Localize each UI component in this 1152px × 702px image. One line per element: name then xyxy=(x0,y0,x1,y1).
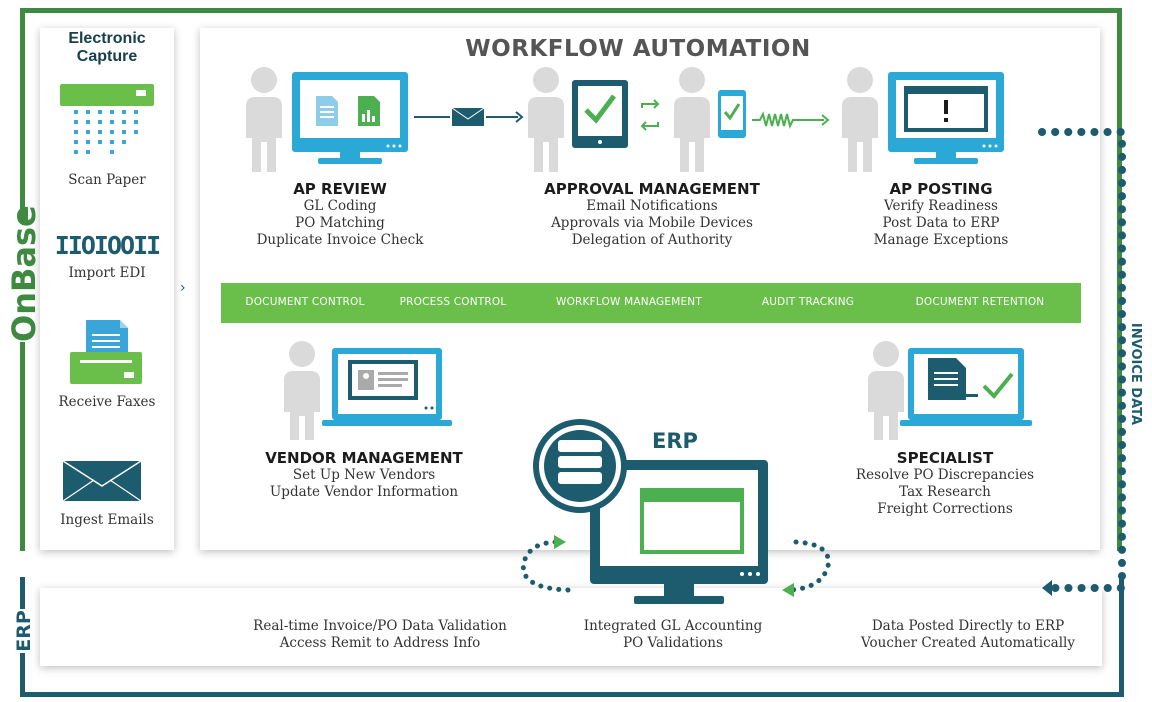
approval-line: Email Notifications xyxy=(586,198,718,214)
ap-review-line: PO Matching xyxy=(295,215,385,231)
capture-fax-label: Receive Faxes xyxy=(58,394,156,410)
specialist-illustration xyxy=(868,341,1032,440)
ap-review-title: AP REVIEW xyxy=(293,180,387,198)
vendor-block: VENDOR MANAGEMENT Set Up New Vendors Upd… xyxy=(252,449,476,501)
database-icon xyxy=(533,419,627,513)
bar-item-document-control: DOCUMENT CONTROL xyxy=(245,296,365,308)
edi-icon: IIOIOOII xyxy=(54,231,161,260)
monitor-icon xyxy=(292,72,408,164)
ap-posting-block: AP POSTING Verify Readiness Post Data to… xyxy=(836,180,1046,249)
bar-item-process-control: PROCESS CONTROL xyxy=(399,296,507,308)
erp-badge: ERP xyxy=(652,429,698,453)
approval-title: APPROVAL MANAGEMENT xyxy=(544,180,760,198)
workflow-top-illustration xyxy=(246,67,1004,172)
workflow-title: WORKFLOW AUTOMATION xyxy=(465,36,811,62)
erp-center-line: Integrated GL Accounting xyxy=(583,618,763,634)
scanner-icon xyxy=(60,84,154,154)
capture-scan-label: Scan Paper xyxy=(68,172,146,188)
bar-item-audit-tracking: AUDIT TRACKING xyxy=(761,296,855,308)
specialist-line: Resolve PO Discrepancies xyxy=(855,467,1035,483)
ap-review-line: GL Coding xyxy=(303,198,377,214)
checkmark-icon xyxy=(982,372,1014,399)
laptop-icon xyxy=(322,348,452,426)
person-icon xyxy=(528,67,564,172)
capture-title: Electronic Capture xyxy=(68,30,146,65)
capture-edi-label: Import EDI xyxy=(68,265,146,281)
erp-right-text: Data Posted Directly to ERP Voucher Crea… xyxy=(852,618,1084,652)
erp-left-text: Real-time Invoice/PO Data Validation Acc… xyxy=(240,618,520,652)
erp-illustration xyxy=(520,419,831,604)
ap-posting-line: Manage Exceptions xyxy=(873,232,1009,248)
ap-review-line: Duplicate Invoice Check xyxy=(256,232,424,248)
person-icon xyxy=(868,341,904,440)
person-icon xyxy=(246,67,282,172)
erp-side-label: ERP xyxy=(11,609,37,653)
erp-center-text: Integrated GL Accounting PO Validations xyxy=(560,618,786,652)
person-icon xyxy=(674,67,710,172)
bar-item-workflow-management: WORKFLOW MANAGEMENT xyxy=(556,296,702,308)
ap-review-block: AP REVIEW GL Coding PO Matching Duplicat… xyxy=(230,180,450,249)
invoice-data-loop xyxy=(1038,128,1126,596)
specialist-block: SPECIALIST Resolve PO Discrepancies Tax … xyxy=(848,449,1042,518)
onbase-label: OnBase xyxy=(4,205,44,342)
erp-left-line: Real-time Invoice/PO Data Validation xyxy=(253,618,507,634)
ap-posting-line: Verify Readiness xyxy=(884,198,998,214)
vendor-title: VENDOR MANAGEMENT xyxy=(265,449,463,467)
chevron-right-icon: › xyxy=(180,280,186,296)
vendor-line: Set Up New Vendors xyxy=(292,467,436,483)
vendor-illustration xyxy=(284,341,452,440)
erp-left-line: Access Remit to Address Info xyxy=(279,635,481,651)
approval-block: APPROVAL MANAGEMENT Email Notifications … xyxy=(520,180,784,249)
capture-email-label: Ingest Emails xyxy=(60,512,154,528)
specialist-line: Tax Research xyxy=(899,484,991,500)
approval-line: Approvals via Mobile Devices xyxy=(551,215,753,231)
ap-posting-title: AP POSTING xyxy=(889,180,993,198)
erp-right-line: Voucher Created Automatically xyxy=(861,635,1075,651)
specialist-line: Freight Corrections xyxy=(877,501,1013,517)
person-icon xyxy=(842,67,878,172)
refresh-icon xyxy=(640,99,660,131)
controls-bar: DOCUMENT CONTROL PROCESS CONTROL WORKFLO… xyxy=(221,283,1081,323)
laptop-icon xyxy=(900,348,1032,426)
monitor-icon xyxy=(888,72,1004,164)
tablet-icon xyxy=(572,80,628,148)
phone-icon xyxy=(718,90,746,138)
envelope-icon xyxy=(62,460,142,502)
vendor-line: Update Vendor Information xyxy=(269,484,459,500)
person-icon xyxy=(284,341,320,440)
ap-posting-line: Post Data to ERP xyxy=(882,215,1000,231)
specialist-title: SPECIALIST xyxy=(896,449,994,467)
erp-center-line: PO Validations xyxy=(623,635,723,651)
fax-icon xyxy=(70,320,142,384)
erp-panel xyxy=(40,588,1102,666)
approval-line: Delegation of Authority xyxy=(571,232,733,248)
bar-item-document-retention: DOCUMENT RETENTION xyxy=(915,296,1045,308)
erp-right-line: Data Posted Directly to ERP xyxy=(871,618,1065,634)
monitor-icon xyxy=(590,460,768,604)
envelope-icon xyxy=(451,107,485,126)
